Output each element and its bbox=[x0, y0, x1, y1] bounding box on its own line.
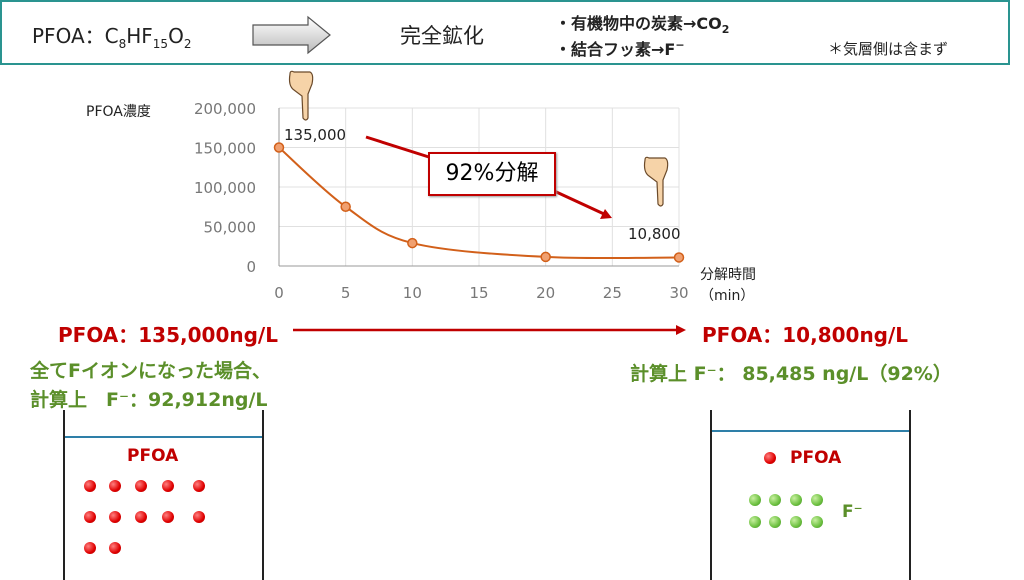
pfoa-molecule bbox=[84, 511, 96, 523]
start-value-label: 135,000 bbox=[284, 126, 347, 144]
y-tick-label: 0 bbox=[246, 258, 256, 276]
formula-text: HF bbox=[126, 24, 153, 48]
y-tick-label: 150,000 bbox=[194, 140, 256, 158]
y-tick-label: 50,000 bbox=[204, 219, 257, 237]
note: ＊気層側は含まず bbox=[828, 40, 949, 58]
water-surface bbox=[712, 430, 909, 432]
x-tick-label: 0 bbox=[274, 284, 284, 302]
formula-sub: 8 bbox=[118, 37, 127, 51]
after-fluoride: 計算上 F⁻： 85,485 ng/L（92%） bbox=[630, 363, 952, 385]
fluoride-ion bbox=[749, 494, 761, 506]
right-arrow-icon bbox=[252, 15, 331, 55]
x-tick-label: 5 bbox=[341, 284, 351, 302]
fluoride-ion bbox=[790, 494, 802, 506]
pfoa-molecule bbox=[135, 480, 147, 492]
x-axis-unit: （min） bbox=[700, 288, 755, 304]
fluoride-label: F⁻ bbox=[842, 502, 863, 522]
trend-arrow bbox=[365, 135, 433, 160]
y-axis-label: PFOA濃度 bbox=[86, 104, 151, 120]
data-point bbox=[340, 201, 351, 212]
bullet-sub: 2 bbox=[721, 23, 730, 37]
x-tick-label: 30 bbox=[669, 284, 688, 302]
pfoa-molecule bbox=[84, 480, 96, 492]
data-point bbox=[273, 142, 285, 153]
x-axis-label: 分解時間 bbox=[700, 267, 756, 283]
beaker-before: PFOA bbox=[63, 410, 264, 580]
pfoa-label: PFOA bbox=[790, 448, 842, 468]
data-point bbox=[673, 252, 685, 263]
trend-arrow bbox=[551, 188, 605, 216]
pfoa-before: PFOA：135,000ng/L bbox=[58, 323, 278, 347]
bullet-sup: − bbox=[675, 38, 685, 52]
pfoa-molecule bbox=[162, 480, 174, 492]
pfoa-molecule bbox=[193, 511, 205, 523]
pfoa-molecule bbox=[109, 511, 121, 523]
x-tick-label: 15 bbox=[469, 284, 488, 302]
fluoride-ion bbox=[749, 516, 761, 528]
data-point bbox=[540, 251, 551, 263]
formula: PFOA：C8HF15O2 bbox=[32, 20, 191, 51]
formula-text: O bbox=[168, 24, 184, 48]
pfoa-molecule bbox=[135, 511, 147, 523]
bullet-text: ・有機物中の炭素→CO bbox=[555, 14, 722, 33]
x-tick-label: 20 bbox=[536, 284, 555, 302]
beaker-after: PFOA F⁻ bbox=[710, 410, 911, 580]
fluoride-ion bbox=[769, 494, 781, 506]
pfoa-molecule bbox=[162, 511, 174, 523]
end-value-label: 10,800 bbox=[628, 225, 681, 243]
x-tick-label: 25 bbox=[603, 284, 622, 302]
fluoride-ion bbox=[769, 516, 781, 528]
series-line bbox=[278, 146, 680, 260]
bullet-carbon: ・有機物中の炭素→CO2 bbox=[555, 10, 729, 36]
pfoa-label: PFOA bbox=[127, 446, 179, 466]
y-tick-label: 200,000 bbox=[194, 100, 256, 118]
fluoride-ion bbox=[790, 516, 802, 528]
line-chart: 0 5 10 15 20 25 30 0 50,000 100,000 150,000 200,000 bbox=[194, 100, 689, 302]
pfoa-molecule bbox=[109, 542, 121, 554]
fluoride-ion bbox=[811, 494, 823, 506]
pointing-hand-icon bbox=[288, 70, 314, 121]
decomposition-callout: 92%分解 bbox=[428, 152, 556, 196]
bullet-fluorine: ・結合フッ素→F− bbox=[555, 36, 685, 60]
formula-text: PFOA：C bbox=[32, 24, 119, 48]
pfoa-molecule bbox=[84, 542, 96, 554]
pfoa-after: PFOA：10,800ng/L bbox=[702, 323, 909, 347]
process-label: 完全鉱化 bbox=[400, 24, 484, 48]
before-note: 全てFイオンになった場合、 bbox=[30, 360, 271, 382]
before-fluoride: 計算上 F⁻：92,912ng/L bbox=[30, 389, 268, 411]
pfoa-molecule bbox=[109, 480, 121, 492]
data-point bbox=[407, 237, 418, 249]
formula-sub: 15 bbox=[152, 37, 169, 51]
pfoa-molecule bbox=[193, 480, 205, 492]
formula-sub: 2 bbox=[183, 37, 192, 51]
pfoa-molecule bbox=[764, 452, 776, 464]
header-box bbox=[0, 0, 1010, 65]
water-surface bbox=[65, 436, 262, 438]
bullet-text: ・結合フッ素→F bbox=[555, 40, 676, 59]
trend-arrowhead bbox=[600, 209, 612, 219]
pointing-hand-icon bbox=[643, 156, 669, 207]
fluoride-ion bbox=[811, 516, 823, 528]
x-tick-label: 10 bbox=[403, 284, 422, 302]
y-tick-label: 100,000 bbox=[194, 179, 256, 197]
long-arrow-icon bbox=[293, 325, 686, 335]
